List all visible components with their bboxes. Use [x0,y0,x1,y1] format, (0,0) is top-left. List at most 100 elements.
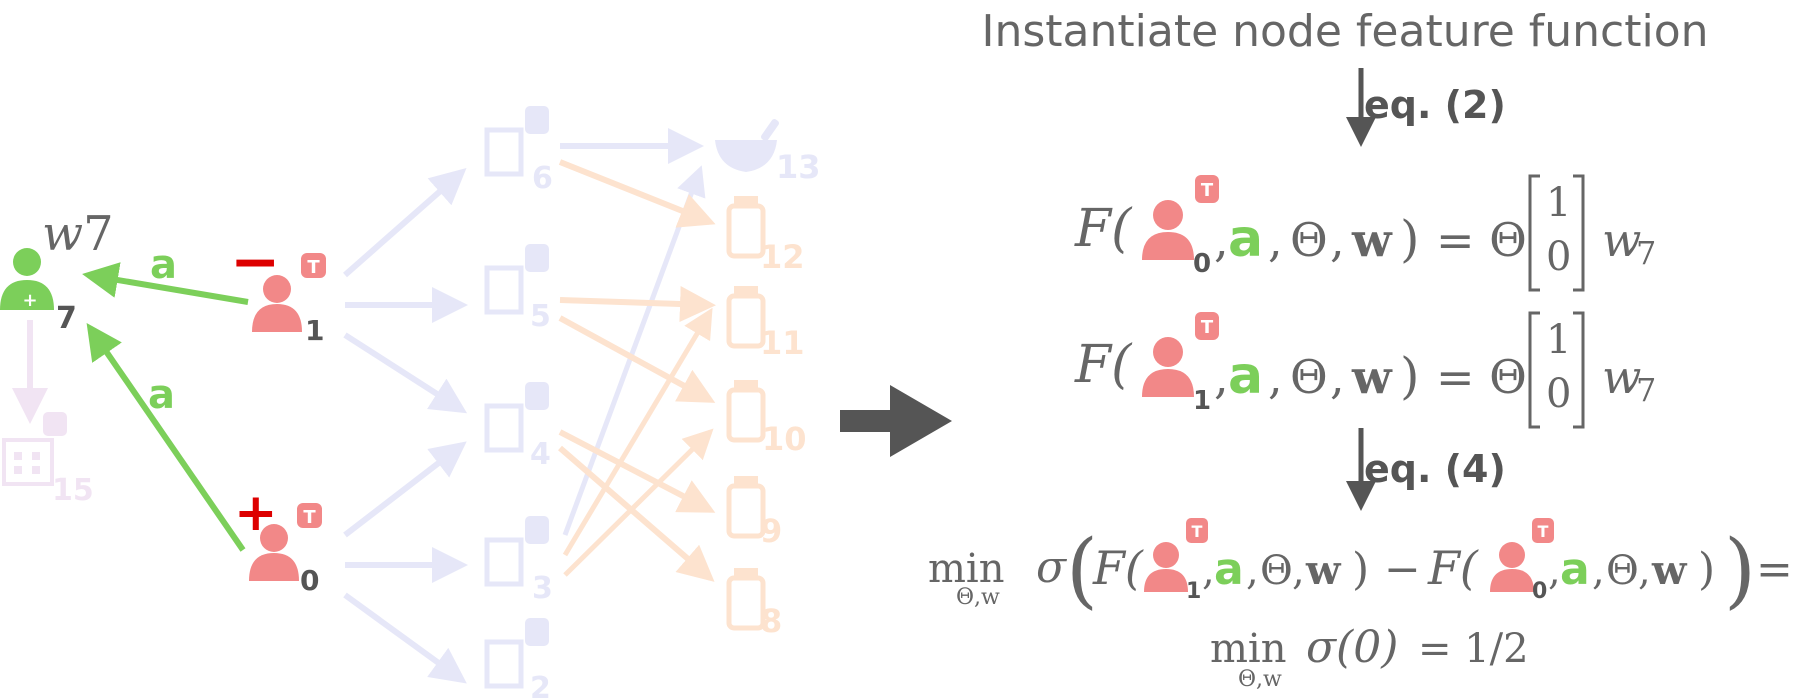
equation-3: min Θ,w σ ( F( T 1 , a , Θ , w ) − F( T … [928,518,1793,618]
svg-text:a: a [1228,346,1263,406]
node-1: − T 1 [230,227,326,347]
document-icon [484,382,549,453]
target-badge-icon: T [301,253,326,278]
svg-text:1: 1 [1193,386,1211,416]
person-icon: T [1490,518,1554,592]
person-icon: T [1142,312,1219,397]
svg-text:T: T [303,507,316,528]
svg-text:Θ: Θ [1290,213,1328,267]
node-7: + w7 7 [0,206,114,336]
node-6-id: 6 [532,161,553,196]
svg-text:T: T [1201,180,1214,201]
pill-bottle-icon [726,476,766,539]
svg-text:1: 1 [1546,180,1571,226]
equation-1: F( T 0 , a , Θ , w ) = Θ 1 0 w 7 [1074,174,1656,292]
svg-text:= Θ: = Θ [1436,213,1527,267]
person-icon [249,524,299,581]
svg-text:T: T [307,257,320,278]
svg-text:): ) [1352,544,1369,595]
faded-edges [12,128,716,684]
person-icon: T [1144,518,1208,592]
svg-text:0: 0 [1532,579,1547,604]
svg-text:w: w [1651,547,1688,594]
svg-text:T: T [1538,522,1549,541]
pill-bottle-icon [726,568,766,631]
svg-text:σ(0): σ(0) [1306,622,1398,673]
diagram-title: Instantiate node feature function [981,6,1708,57]
node-5-id: 5 [530,299,551,334]
svg-text:Θ: Θ [1606,548,1639,594]
node-9-id: 9 [760,512,782,550]
svg-text:w: w [1602,350,1641,404]
svg-text:σ: σ [1036,542,1068,593]
svg-text:): ) [1698,544,1715,595]
node-4-id: 4 [530,437,551,472]
svg-text:F(: F( [1427,541,1479,595]
relation-edges: a a [82,242,249,552]
hospital-icon [2,412,67,486]
node-0: + T 0 [234,483,322,597]
svg-text:F(: F( [1092,541,1144,595]
svg-text:7: 7 [1636,234,1656,272]
svg-text:w: w [1351,350,1393,404]
svg-text:T: T [1201,317,1214,338]
svg-text:,: , [1268,213,1283,267]
svg-text:,: , [1214,350,1229,404]
svg-text:min: min [1210,626,1286,672]
big-arrow-icon [840,385,952,457]
svg-text:,: , [1638,548,1651,594]
svg-text:a: a [1560,544,1590,595]
node-2-id: 2 [530,671,551,700]
svg-text:,: , [1246,548,1259,594]
svg-text:): ) [1400,347,1420,405]
node-15-id: 15 [52,473,94,508]
equation-2: F( T 1 , a , Θ , w ) = Θ 1 0 w 7 [1074,311,1656,429]
edge-0-to-7 [86,323,246,552]
svg-text:): ) [1400,210,1420,268]
document-icon [484,618,549,689]
node-10-id: 10 [762,420,807,458]
person-icon: T [1142,175,1219,260]
svg-text:−: − [1384,544,1421,595]
svg-text:F(: F( [1074,335,1133,395]
svg-text:w: w [1351,213,1393,267]
node-12-id: 12 [760,238,805,276]
pill-bottle-icon [726,196,766,259]
document-icon [484,244,549,315]
svg-text:1: 1 [1186,579,1201,604]
svg-text:Θ: Θ [1260,548,1293,594]
svg-text:=: = [1756,544,1793,595]
svg-text:7: 7 [1636,371,1656,409]
document-icon [484,106,549,177]
svg-text:a: a [1228,209,1263,269]
node-8-id: 8 [760,602,782,640]
svg-text:w: w [1305,547,1342,594]
equation-4: min Θ,w σ(0) = 1/2 [1210,622,1529,692]
svg-text:Θ: Θ [1290,350,1328,404]
svg-text:0: 0 [1193,249,1211,279]
node-0-id: 0 [300,564,319,597]
svg-text:Θ,w: Θ,w [956,585,1000,610]
svg-text:min: min [928,546,1004,592]
svg-text:a: a [1214,544,1244,595]
svg-text:,: , [1202,548,1215,594]
svg-text:T: T [1192,522,1203,541]
svg-text:,: , [1330,350,1345,404]
pill-bottle-icon [726,380,766,443]
node-1-id: 1 [305,314,324,347]
svg-text:0: 0 [1546,371,1571,417]
svg-text:= Θ: = Θ [1436,350,1527,404]
mortar-icon [715,119,779,172]
svg-text:,: , [1268,350,1283,404]
svg-text:,: , [1214,213,1229,267]
svg-text:,: , [1592,548,1605,594]
eq2-label: eq. (2) [1364,83,1506,127]
node-11-id: 11 [760,324,805,362]
svg-text:w: w [1602,213,1641,267]
person-icon [252,275,302,332]
edge-label-a-left: a [148,372,175,418]
svg-text:,: , [1292,548,1305,594]
pill-bottle-icon [726,286,766,349]
node-7-id: 7 [56,301,77,336]
